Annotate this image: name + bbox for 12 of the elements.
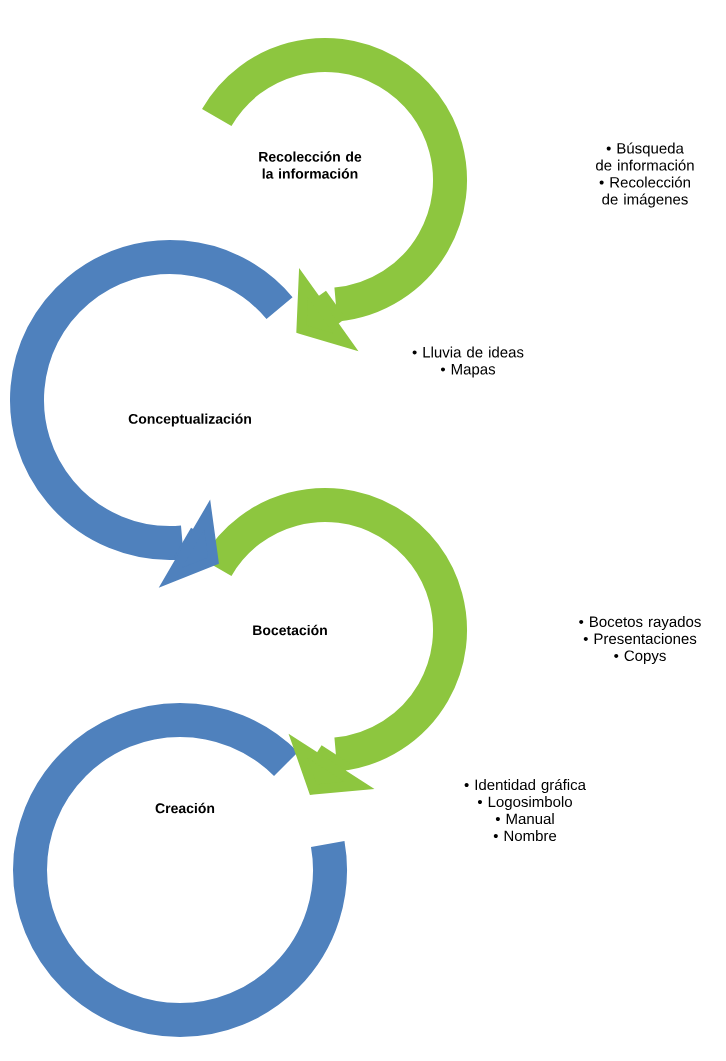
node-label: • Logosimbolo	[477, 796, 572, 811]
bullet-list: • Lluvia de ideas • Mapas	[412, 346, 524, 378]
node-label: • Manual	[495, 813, 554, 825]
step-label: Creación	[155, 802, 215, 814]
bullet-list: • Búsqueda de información • Recolección de imágenes	[596, 142, 694, 208]
step-label: Conceptualización	[128, 413, 251, 427]
node-label: • Nombre	[493, 830, 557, 842]
node-label: • Identidad gráfica	[464, 778, 586, 794]
bullet-list: • Identidad gráfica • Logosimbolo • Manual • Nombre	[464, 778, 586, 842]
bullet-list: • Bocetos rayados • Presentaciones • Copys	[579, 616, 701, 664]
step-label: Bocetación	[253, 624, 327, 636]
step-label: Recolección de la información	[259, 151, 362, 179]
